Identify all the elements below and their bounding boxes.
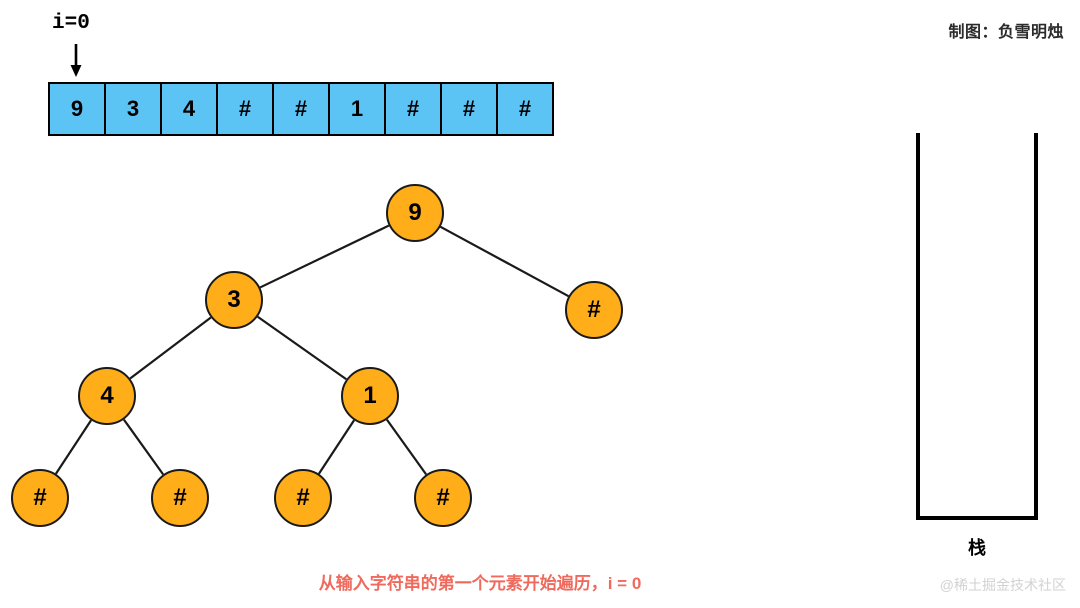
tree-edge [122,418,165,476]
array-cell: # [218,84,274,134]
array-cell: 4 [162,84,218,134]
array-cell: # [386,84,442,134]
array-cell: # [498,84,552,134]
tree-edge [129,316,212,380]
array-cell: # [274,84,330,134]
tree-node: # [565,281,623,339]
tree-node: # [151,469,209,527]
array-cell: # [442,84,498,134]
tree-edge [259,224,390,289]
attribution-text: 制图：负雪明烛 [948,24,1064,41]
tree-node: # [274,469,332,527]
tree-node: 9 [386,184,444,242]
tree-edge [439,225,570,298]
tree-edge [55,419,92,475]
down-arrow-icon [70,44,82,77]
array-cell: 9 [50,84,106,134]
step-caption: 从输入字符串的第一个元素开始遍历，i = 0 [318,574,642,593]
tree-edge [257,315,347,381]
tree-node: 1 [341,367,399,425]
array-cell: 3 [106,84,162,134]
tree-node: 3 [205,271,263,329]
tree-node: 4 [78,367,136,425]
tree-edge [385,418,428,476]
index-pointer-label: i=0 [52,12,90,35]
watermark-text: @稀土掘金技术社区 [939,577,1066,593]
tree-node: # [414,469,472,527]
stack-label: 栈 [968,538,986,558]
tree-node: # [11,469,69,527]
tree-edge [318,419,355,475]
stack-container [916,133,1038,520]
array-cell: 1 [330,84,386,134]
